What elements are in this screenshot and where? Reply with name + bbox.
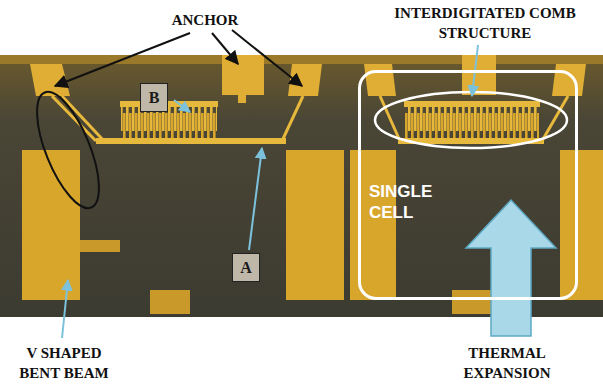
node-label: A [240, 259, 252, 277]
leader-arrow [62, 280, 68, 338]
bond-pad [286, 150, 344, 300]
thermal-arrow [466, 200, 556, 336]
leader-arrow [232, 30, 302, 86]
bent-beam [62, 96, 104, 141]
anchor-pad [364, 64, 396, 96]
callout-box: A [232, 253, 260, 282]
anchor-pad [552, 64, 586, 96]
cell-outline: SINGLE CELL [358, 70, 578, 300]
comb-spine [120, 101, 218, 107]
highlight-ellipse [24, 84, 111, 215]
leader-arrow [212, 33, 238, 64]
part-label: THERMAL EXPANSION [445, 343, 569, 383]
leader-arrow [55, 33, 190, 86]
bond-pad [150, 290, 190, 314]
leader-arrow [249, 148, 262, 250]
label-holder: THERMAL EXPANSION [445, 343, 569, 383]
bond-pad [452, 290, 492, 314]
node-label: B [149, 89, 160, 107]
label-holder: INTERDIGITATED COMB STRUCTURE [375, 3, 595, 43]
part-label: ANCHOR [150, 10, 260, 30]
bent-beam [282, 96, 303, 141]
label-holder: ANCHOR [150, 10, 260, 30]
part-label: INTERDIGITATED COMB STRUCTURE [375, 3, 595, 43]
top-metal [0, 55, 603, 64]
anchor-pad [222, 55, 264, 95]
trace [80, 240, 120, 252]
comb-fingers [405, 113, 539, 138]
leader-arrow [174, 100, 190, 112]
bond-pad [560, 150, 603, 300]
bond-pad [22, 150, 80, 300]
highlight-ellipse [375, 92, 567, 148]
anchor-stem [238, 95, 246, 103]
bent-beam [52, 96, 96, 141]
comb-fingers [121, 113, 217, 138]
comb-spine [404, 101, 540, 107]
shuttle-beam [96, 138, 286, 144]
part-label: V SHAPED BENT BEAM [8, 343, 120, 383]
node-label: SINGLE CELL [369, 181, 451, 223]
label-holder: V SHAPED BENT BEAM [8, 343, 120, 383]
callout-box: B [140, 83, 168, 112]
anchor-pad [462, 55, 496, 95]
bond-pad [350, 150, 396, 300]
